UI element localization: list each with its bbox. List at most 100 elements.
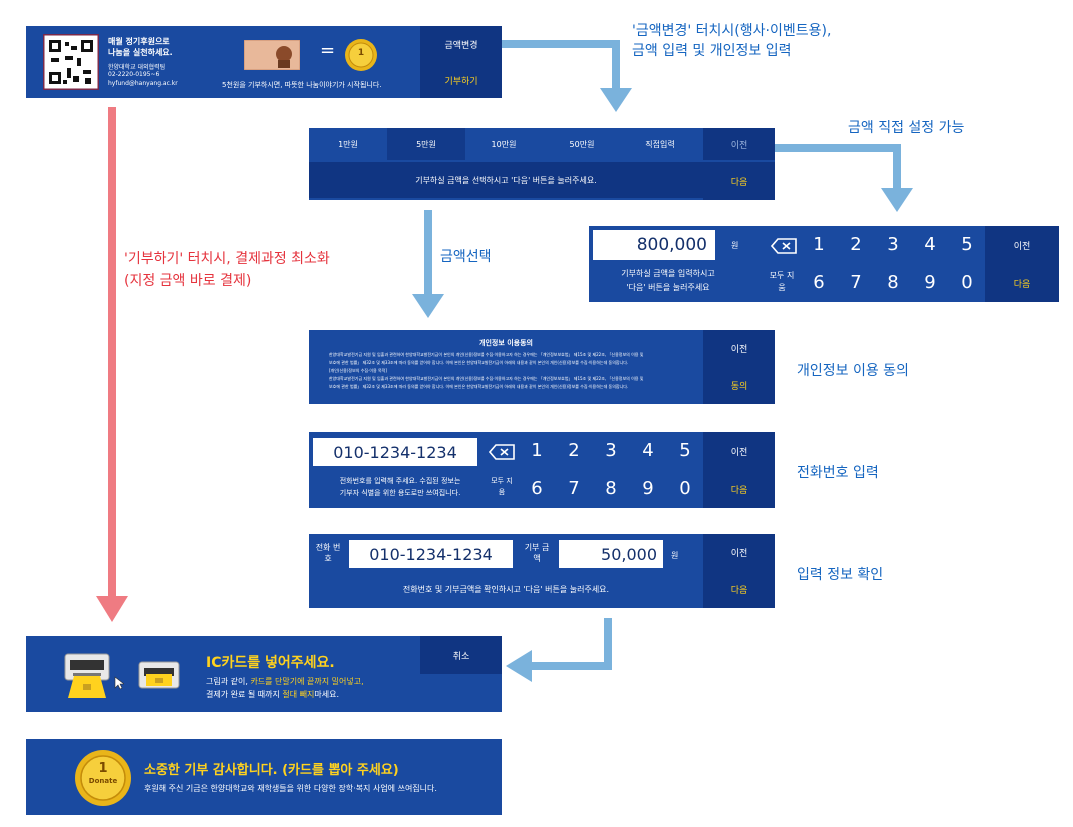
phone-input-panel: 010-1234-1234 전화번호를 입력해 주세요. 수집된 정보는 기부자… — [309, 432, 775, 508]
arrow-head-icon — [600, 88, 632, 112]
phone-hint-1: 전화번호를 입력해 주세요. 수집된 정보는 — [339, 477, 461, 485]
card-instruction-2c: 마세요. — [314, 690, 340, 699]
keypad-key-5[interactable]: 5 — [679, 440, 691, 461]
keypad-key-9[interactable]: 9 — [924, 272, 936, 293]
amount-hint-2: '다음' 버튼을 눌러주세요 — [626, 283, 710, 292]
qr-caption-1: 매월 정기후원으로 — [108, 37, 170, 46]
confirmed-amount: 50,000 — [559, 540, 663, 568]
won-unit: 원 — [671, 551, 679, 560]
prev-button[interactable]: 이전 — [703, 432, 775, 470]
confirmed-amount-value: 50,000 — [601, 544, 657, 564]
flow-arrow-pay — [530, 662, 612, 670]
confirmed-phone: 010-1234-1234 — [349, 540, 513, 568]
annotation-donate-touch-2: (지정 금액 바로 결제) — [124, 273, 252, 289]
arrow-head-icon — [96, 596, 128, 622]
org-name: 한양대학교 대외협력팀 — [108, 64, 166, 71]
amount-option-100k[interactable]: 10만원 — [491, 139, 517, 149]
annotation-donate-touch-1: '기부하기' 터치시, 결제과정 최소화 — [124, 251, 330, 267]
card-instruction-1a: 그림과 같이, — [206, 677, 251, 686]
amount-option-10k[interactable]: 1만원 — [338, 139, 358, 149]
next-button[interactable]: 다음 — [703, 470, 775, 508]
keypad-key-6[interactable]: 6 — [813, 272, 825, 293]
flow-arrow-change — [488, 40, 618, 48]
privacy-text-1: 한양대학교발전기금 지원 및 입출과 관련하여 한양대학교발전기금이 본인의 개… — [329, 352, 644, 357]
card-instruction-2a: 결제가 완료 될 때까지 — [206, 690, 283, 699]
next-button[interactable]: 다음 — [703, 571, 775, 608]
flow-arrow-donate — [108, 107, 116, 597]
keypad-key-8[interactable]: 8 — [605, 478, 617, 499]
clear-all-button[interactable]: 모두 지움 — [491, 477, 513, 496]
keypad-key-2[interactable]: 2 — [850, 234, 862, 255]
amount-option-direct[interactable]: 직접입력 — [645, 139, 675, 149]
privacy-text-2: 보호에 관한 법률」 제32조 및 제33조에 따라 동의를 얻어야 합니다. … — [329, 360, 629, 365]
cancel-button[interactable]: 취소 — [420, 636, 502, 674]
donate-coin-icon: 1 — [345, 39, 377, 71]
amount-input[interactable]: 800,000 — [593, 230, 715, 260]
keypad-key-5[interactable]: 5 — [961, 234, 973, 255]
thanks-panel: 1 Donate 소중한 기부 감사합니다. (카드를 뽑아 주세요) 후원해 … — [26, 739, 502, 815]
svg-text:1: 1 — [358, 48, 364, 58]
privacy-text-5: 보호에 관한 법률」 제32조 및 제33조에 따라 동의를 얻어야 합니다. … — [329, 384, 629, 389]
keypad-key-1[interactable]: 1 — [813, 234, 825, 255]
keypad-key-4[interactable]: 4 — [642, 440, 654, 461]
coin-word: Donate — [88, 777, 118, 785]
confirm-panel: 전화 번호 010-1234-1234 기부 금액 50,000 원 전화번호 … — [309, 534, 775, 608]
next-button[interactable]: 다음 — [703, 162, 775, 200]
change-amount-button[interactable]: 금액변경 — [420, 26, 502, 62]
privacy-title: 개인정보 이용동의 — [479, 339, 533, 347]
annotation-privacy-agree: 개인정보 이용 동의 — [797, 363, 909, 379]
donate-coin-icon — [75, 750, 131, 806]
backspace-icon[interactable] — [771, 238, 797, 254]
privacy-text-4: 한양대학교발전기금 지원 및 입출과 관련하여 한양대학교발전기금이 본인의 개… — [329, 376, 644, 381]
backspace-icon[interactable] — [489, 444, 515, 460]
prev-button[interactable]: 이전 — [985, 226, 1059, 264]
next-button[interactable]: 다음 — [985, 264, 1059, 302]
clear-all-button[interactable]: 모두 지움 — [769, 271, 795, 292]
keypad-key-8[interactable]: 8 — [887, 272, 899, 293]
keypad-key-6[interactable]: 6 — [531, 478, 543, 499]
card-instruction-2: 결제가 완료 될 때까지 절대 빼지마세요. — [206, 689, 339, 700]
annotation-direct-input: 금액 직접 설정 가능 — [848, 120, 965, 136]
confirm-instruction: 전화번호 및 기부금액을 확인하시고 '다음' 버튼을 눌러주세요. — [402, 584, 610, 594]
amount-option-50k[interactable]: 5만원 — [387, 128, 465, 160]
annotation-change-touch-1: '금액변경' 터치시(행사·이벤트용), — [632, 23, 832, 39]
confirmed-phone-value: 010-1234-1234 — [369, 544, 493, 564]
card-instruction-2b: 절대 빼지 — [282, 690, 315, 699]
phone-hint-2: 기부자 식별을 위한 용도로만 쓰여집니다. — [339, 489, 461, 497]
agree-button[interactable]: 동의 — [703, 367, 775, 404]
annotation-change-touch-2: 금액 입력 및 개인정보 입력 — [632, 43, 792, 59]
keypad-key-1[interactable]: 1 — [531, 440, 543, 461]
card-inserted-icon — [138, 661, 180, 689]
keypad-key-4[interactable]: 4 — [924, 234, 936, 255]
amount-option-500k[interactable]: 50만원 — [569, 139, 595, 149]
keypad-key-9[interactable]: 9 — [642, 478, 654, 499]
card-insert-panel: IC카드를 넣어주세요. 그림과 같이, 카드를 단말기에 끝까지 밀어넣고, … — [26, 636, 502, 712]
keypad-key-0[interactable]: 0 — [679, 478, 691, 499]
donate-button[interactable]: 기부하기 — [420, 62, 502, 98]
keypad-key-7[interactable]: 7 — [850, 272, 862, 293]
main-screen-panel: 매월 정기후원으로 나눔을 실천하세요. 한양대학교 대외협력팀 02-2220… — [26, 26, 502, 98]
qr-code-icon — [43, 34, 99, 90]
keypad-key-0[interactable]: 0 — [961, 272, 973, 293]
keypad-key-3[interactable]: 3 — [887, 234, 899, 255]
prev-button[interactable]: 이전 — [703, 330, 775, 367]
keypad-key-2[interactable]: 2 — [568, 440, 580, 461]
thanks-title: 소중한 기부 감사합니다. (카드를 뽑아 주세요) — [144, 763, 399, 778]
card-instruction-1: 그림과 같이, 카드를 단말기에 끝까지 밀어넣고, — [206, 676, 364, 687]
banknote-icon — [244, 40, 300, 70]
donation-note: 5천원을 기부하시면, 따뜻한 나눔이야기가 시작됩니다. — [222, 81, 382, 89]
flow-arrow-pay-vert — [604, 618, 612, 670]
amount-hint-1: 기부하실 금액을 입력하시고 — [621, 269, 715, 278]
card-title: IC카드를 넣어주세요. — [206, 655, 335, 671]
phone-input[interactable]: 010-1234-1234 — [313, 438, 477, 466]
privacy-consent-panel: 개인정보 이용동의 한양대학교발전기금 지원 및 입출과 관련하여 한양대학교발… — [309, 330, 775, 404]
cursor-icon — [114, 676, 124, 690]
keypad-key-7[interactable]: 7 — [568, 478, 580, 499]
prev-button[interactable]: 이전 — [703, 534, 775, 571]
phone-label: 전화 번호 — [315, 543, 341, 563]
privacy-text-3: [개인(신용)정보의 수집·이용 목적] — [329, 368, 387, 373]
phone-input-value: 010-1234-1234 — [333, 442, 457, 462]
prev-button[interactable]: 이전 — [703, 128, 775, 160]
keypad-key-3[interactable]: 3 — [605, 440, 617, 461]
card-terminal-icon — [64, 653, 110, 698]
